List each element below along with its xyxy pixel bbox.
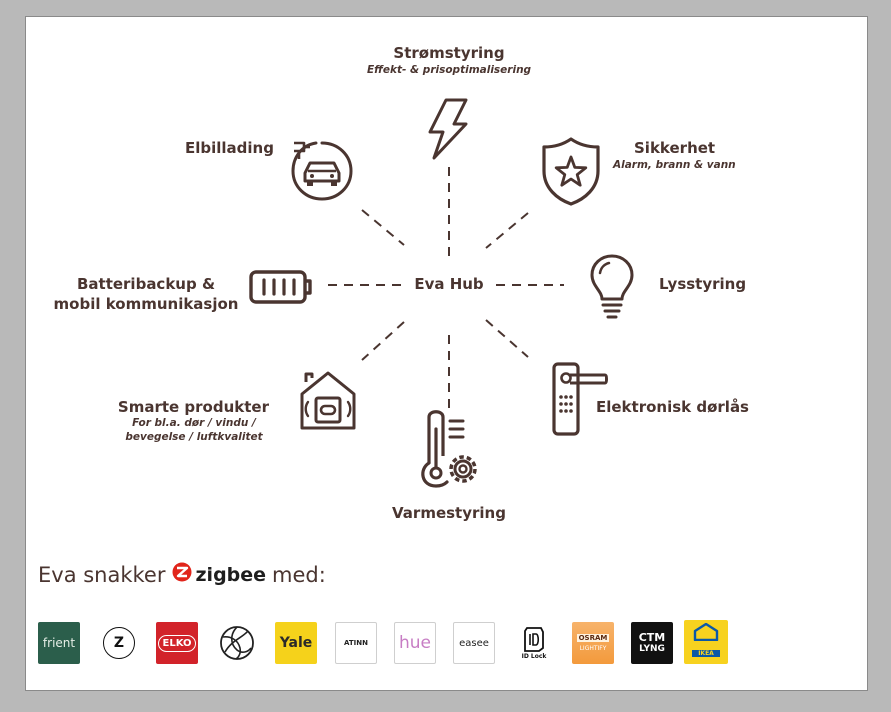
feature-subtitle-smarte-2: bevegelse / luftkvalitet xyxy=(125,431,263,443)
logo-id-lock: ID Lock xyxy=(513,622,555,664)
logo-yale: Yale xyxy=(275,622,317,664)
feature-title-sikkerhet: Sikkerhet xyxy=(634,139,716,157)
thermometer-gear-icon xyxy=(415,407,483,489)
footer-heading-suffix: med: xyxy=(272,562,326,587)
connector-bottom-right xyxy=(485,319,529,358)
logo-frient: frient xyxy=(38,622,80,664)
page: Eva Hub Strømstyring Effekt- & prisoptim… xyxy=(25,16,868,691)
logo-atinn: ATINN xyxy=(335,622,377,664)
lightbulb-icon xyxy=(586,253,638,321)
smart-home-icon xyxy=(296,368,360,432)
connector-top-left xyxy=(361,209,405,246)
connector-top-right xyxy=(485,212,529,249)
feature-subtitle-strom: Effekt- & prisoptimalisering xyxy=(366,64,532,76)
logo-ctm-lyng: CTM LYNG xyxy=(631,622,673,664)
logo-circle-brand xyxy=(216,622,258,664)
feature-title-elbil: Elbillading xyxy=(185,139,274,157)
zigbee-logo-icon xyxy=(172,562,192,587)
battery-icon xyxy=(248,269,314,305)
feature-subtitle-sikkerhet: Alarm, brann & vann xyxy=(613,159,736,171)
logo-osram: OSRAM LIGHTIFY xyxy=(572,622,614,664)
feature-title-batteri-2: mobil kommunikasjon xyxy=(53,295,239,313)
footer-heading-prefix: Eva snakker xyxy=(38,562,166,587)
logo-easee: easee xyxy=(453,622,495,664)
shield-star-icon xyxy=(539,135,603,207)
connector-bottom-left xyxy=(361,321,405,361)
ev-charging-icon xyxy=(288,137,356,205)
feature-title-dorlas: Elektronisk dørlås xyxy=(596,398,749,416)
feature-subtitle-smarte-1: For bl.a. dør / vindu / xyxy=(132,417,256,429)
logo-elko: ELKO xyxy=(156,622,198,664)
hub-connectors xyxy=(328,167,564,412)
door-lock-icon xyxy=(551,361,609,437)
lightning-icon xyxy=(424,97,470,161)
footer-heading-brand: zigbee xyxy=(195,563,267,586)
feature-title-strom: Strømstyring xyxy=(393,44,505,62)
footer-heading: Eva snakker zigbee med: xyxy=(38,562,326,587)
logo-ikea: IKEA xyxy=(684,620,728,664)
feature-title-lys: Lysstyring xyxy=(659,275,747,293)
logo-z: Z xyxy=(98,622,140,664)
hub-label: Eva Hub xyxy=(414,275,484,293)
feature-title-batteri-1: Batteribackup & xyxy=(76,275,216,293)
feature-title-varme: Varmestyring xyxy=(392,504,506,522)
ikea-house-icon xyxy=(693,623,719,641)
id-lock-icon xyxy=(524,627,544,652)
logo-hue: hue xyxy=(394,622,436,664)
circle-brand-icon xyxy=(220,626,254,660)
feature-title-smarte: Smarte produkter xyxy=(117,398,269,416)
